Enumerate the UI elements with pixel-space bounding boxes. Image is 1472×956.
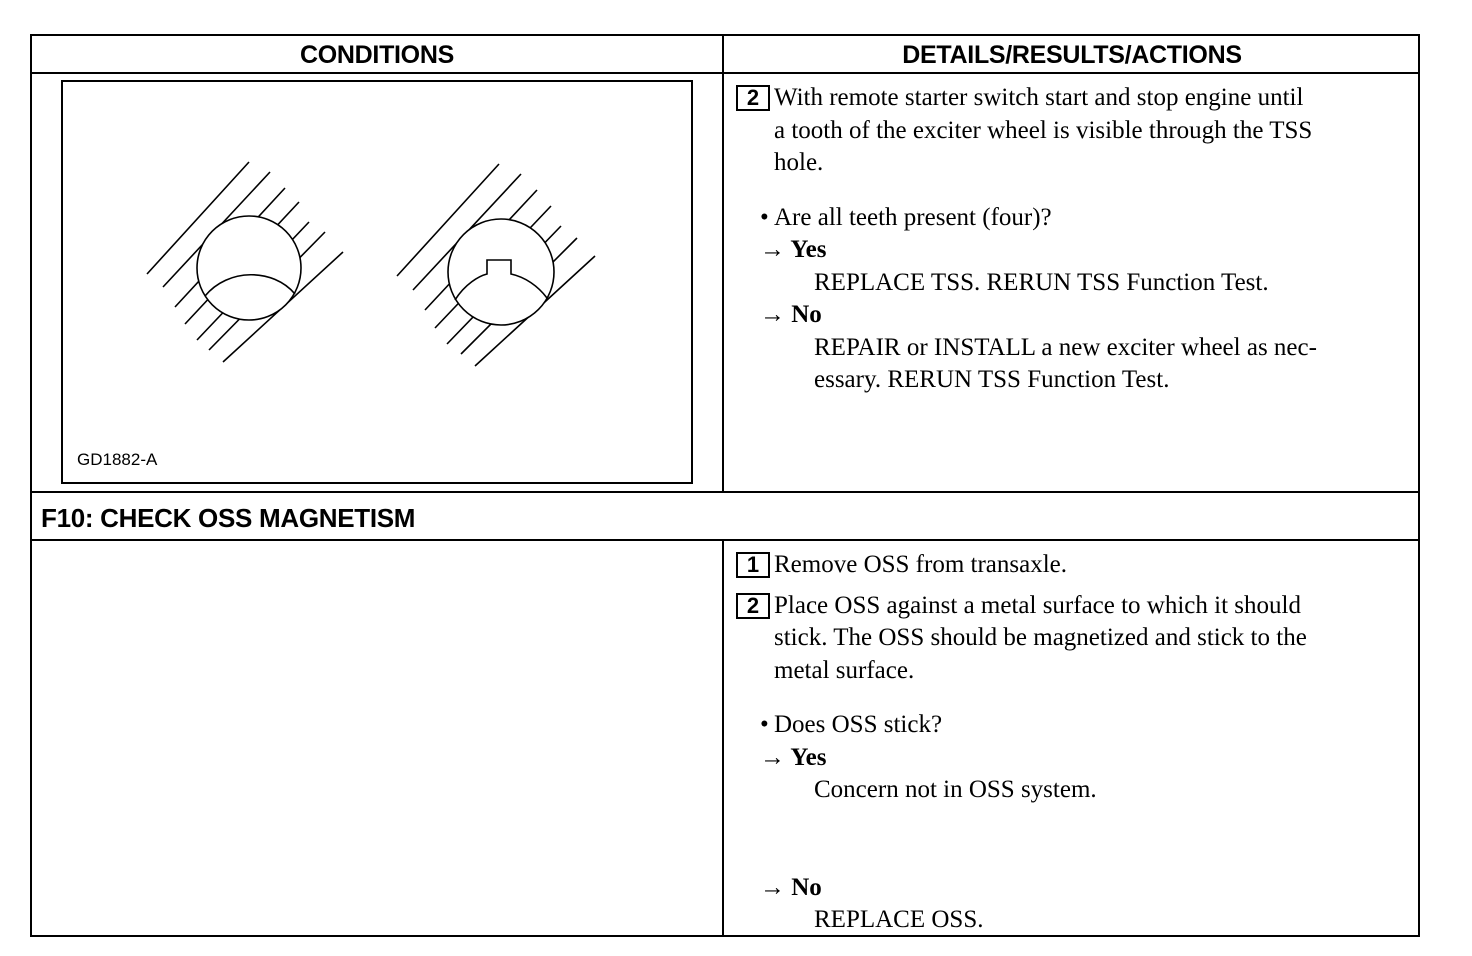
action-no: REPLACE OSS. bbox=[814, 906, 984, 933]
step-2: 2 Place OSS against a metal surface to w… bbox=[732, 590, 1418, 688]
bullet: • bbox=[760, 203, 769, 231]
question: •Are all teeth present (four)? bbox=[732, 202, 1418, 235]
details-bottom: 1 Remove OSS from transaxle. 2 Place OSS… bbox=[732, 549, 1418, 937]
action-yes: REPLACE TSS. RERUN TSS Function Test. bbox=[814, 268, 1269, 296]
action-no-line: essary. RERUN TSS Function Test. bbox=[814, 366, 1170, 393]
answer-yes: → Yes bbox=[760, 743, 827, 771]
section-divider-bottom bbox=[32, 539, 1418, 541]
answer-no: → No bbox=[760, 873, 822, 901]
step-number-badge: 1 bbox=[736, 552, 770, 578]
question-text: Are all teeth present (four)? bbox=[774, 203, 1052, 231]
answer-no: → No bbox=[760, 301, 822, 328]
sensor-hole-no-tooth-icon bbox=[146, 161, 344, 363]
step-text-line: hole. bbox=[774, 149, 824, 176]
column-divider-bottom bbox=[722, 539, 724, 937]
tss-hole-diagram bbox=[146, 161, 596, 367]
header-conditions: CONDITIONS bbox=[300, 40, 454, 69]
answer-yes: → Yes bbox=[760, 236, 827, 263]
diagnostic-table: CONDITIONS DETAILS/RESULTS/ACTIONS bbox=[30, 34, 1420, 937]
step-text-line: Remove OSS from transaxle. bbox=[774, 551, 1068, 578]
details-top: 2 With remote starter switch start and s… bbox=[732, 82, 1418, 397]
bullet: • bbox=[760, 711, 769, 738]
figure-id-label: GD1882-A bbox=[77, 450, 158, 469]
header-details: DETAILS/RESULTS/ACTIONS bbox=[902, 40, 1242, 69]
step-text-line: Place OSS against a metal surface to whi… bbox=[774, 591, 1301, 619]
question: •Does OSS stick? bbox=[732, 709, 1418, 742]
step-1: 1 Remove OSS from transaxle. bbox=[732, 549, 1418, 582]
section-divider-top bbox=[32, 491, 1418, 493]
header-divider bbox=[32, 72, 1418, 74]
step-number-badge: 2 bbox=[736, 592, 770, 619]
figure-frame: GD1882-A bbox=[61, 80, 693, 484]
step-number-badge: 2 bbox=[736, 85, 770, 111]
section-title: F10: CHECK OSS MAGNETISM bbox=[41, 502, 416, 533]
action-no-line: REPAIR or INSTALL a new exciter wheel as… bbox=[814, 333, 1317, 361]
step-text-line: a tooth of the exciter wheel is visible … bbox=[774, 116, 1313, 144]
action-yes: Concern not in OSS system. bbox=[814, 776, 1097, 803]
sensor-hole-with-tooth-icon bbox=[396, 163, 596, 367]
step-text-line: With remote starter switch start and sto… bbox=[774, 84, 1304, 111]
step-text-line: stick. The OSS should be magnetized and … bbox=[774, 624, 1307, 651]
step-text-line: metal surface. bbox=[774, 656, 915, 684]
step-2-top: 2 With remote starter switch start and s… bbox=[732, 82, 1418, 180]
question-text: Does OSS stick? bbox=[774, 711, 943, 738]
column-divider-top bbox=[722, 36, 724, 491]
